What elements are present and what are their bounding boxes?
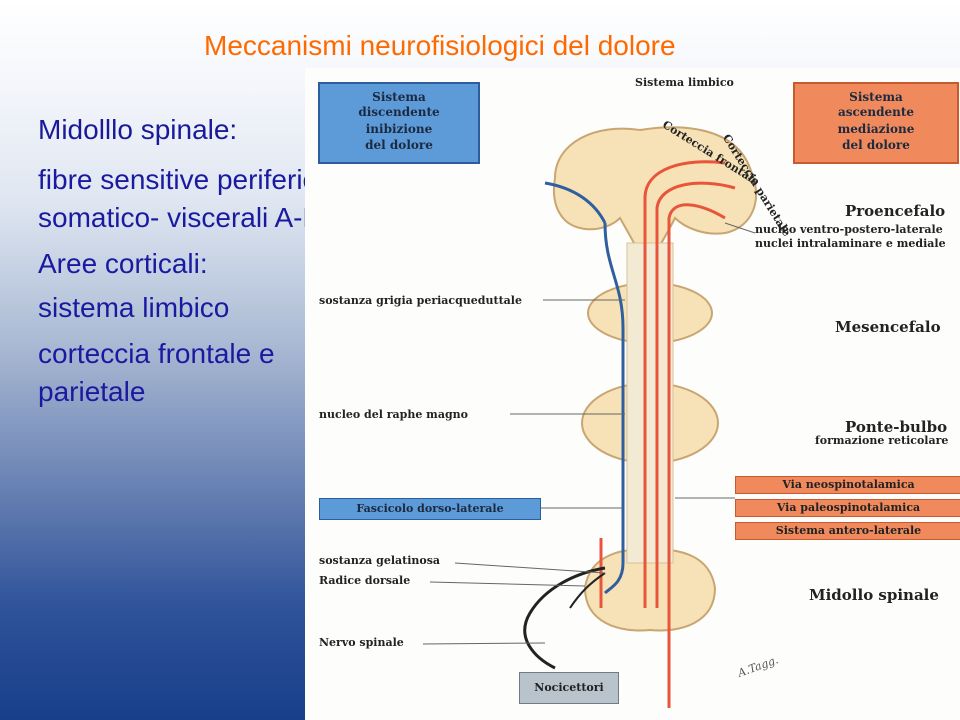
ascending-pathway-3 [667,203,726,708]
text-corteccia-frontale: corteccia frontale e [38,338,275,369]
descending-pathway-line [603,222,625,595]
text-fibre-sensitive: fibre sensitive periferiche [38,164,348,195]
leader-nervo [422,642,546,645]
text-parietale: parietale [38,376,146,407]
ascending-pathway-2 [655,181,736,608]
pain-pathway-figure: Sistema discendente inibizione del dolor… [305,68,960,720]
label-ponte-bulbo: Ponte-bulbo [845,418,948,436]
box-nocicettori: Nocicettori [519,672,619,704]
label-via-paleospinotalamica: Via paleospinotalamica [735,499,960,517]
label-sostanza-grigia: sostanza grigia periacqueduttale [319,294,522,307]
label-formazione-reticolare: formazione reticolare [815,434,949,447]
box-sistema-ascendente: Sistema ascendente mediazione del dolore [793,82,959,164]
label-sostanza-gelatinosa: sostanza gelatinosa [319,554,441,567]
text-sistema-limbico: sistema limbico [38,292,230,323]
pathway-drawing [422,126,757,708]
label-sistema-antero-laterale: Sistema antero-laterale [735,522,960,540]
brainstem [626,242,674,564]
leader-proencefalo [724,222,756,234]
ascending-pathway-1 [643,160,726,608]
label-nucleo-raphe: nucleo del raphe magno [319,408,468,421]
label-via-neospinotalamica: Via neospinotalamica [735,476,960,494]
label-nervo-spinale: Nervo spinale [319,636,404,649]
slide-title: Meccanismi neurofisiologici del dolore [204,30,676,61]
descending-pathway-line-2 [544,181,607,224]
label-nuclei-intralaminare: nuclei intralaminare e mediale [755,237,946,250]
box-desc-line-4: del dolore [365,138,433,152]
box-desc-line-1: Sistema [372,90,426,104]
dorsal-root-line [569,572,606,609]
spinal-nerve-line [523,566,606,670]
leader-radice [429,581,586,587]
text-midollo-spinale: Midolllo spinale: [38,114,238,145]
label-mesencefalo: Mesencefalo [835,318,941,336]
label-radice-dorsale: Radice dorsale [319,574,411,587]
text-aree-corticali: Aree corticali: [38,248,208,279]
label-nucleo-ventro: nucleo ventro-postero-laterale [755,223,943,236]
leader-gelatinosa [454,562,606,574]
box-asc-line-3: mediazione [837,122,915,136]
box-desc-line-2: discendente [358,105,440,119]
text-somatico-viscerali: somatico- viscerali A-B-C [38,202,351,233]
box-desc-line-3: inibizione [365,122,433,136]
label-fascicolo-dorso-laterale: Fascicolo dorso-laterale [319,498,541,520]
box-asc-line-2: ascendente [837,105,915,119]
box-asc-line-4: del dolore [842,138,910,152]
box-sistema-discendente: Sistema discendente inibizione del dolor… [318,82,480,164]
label-proencefalo: Proencefalo [845,202,946,220]
label-sistema-limbico: Sistema limbico [635,76,734,89]
box-asc-line-1: Sistema [849,90,903,104]
label-midollo-spinale: Midollo spinale [809,586,939,604]
